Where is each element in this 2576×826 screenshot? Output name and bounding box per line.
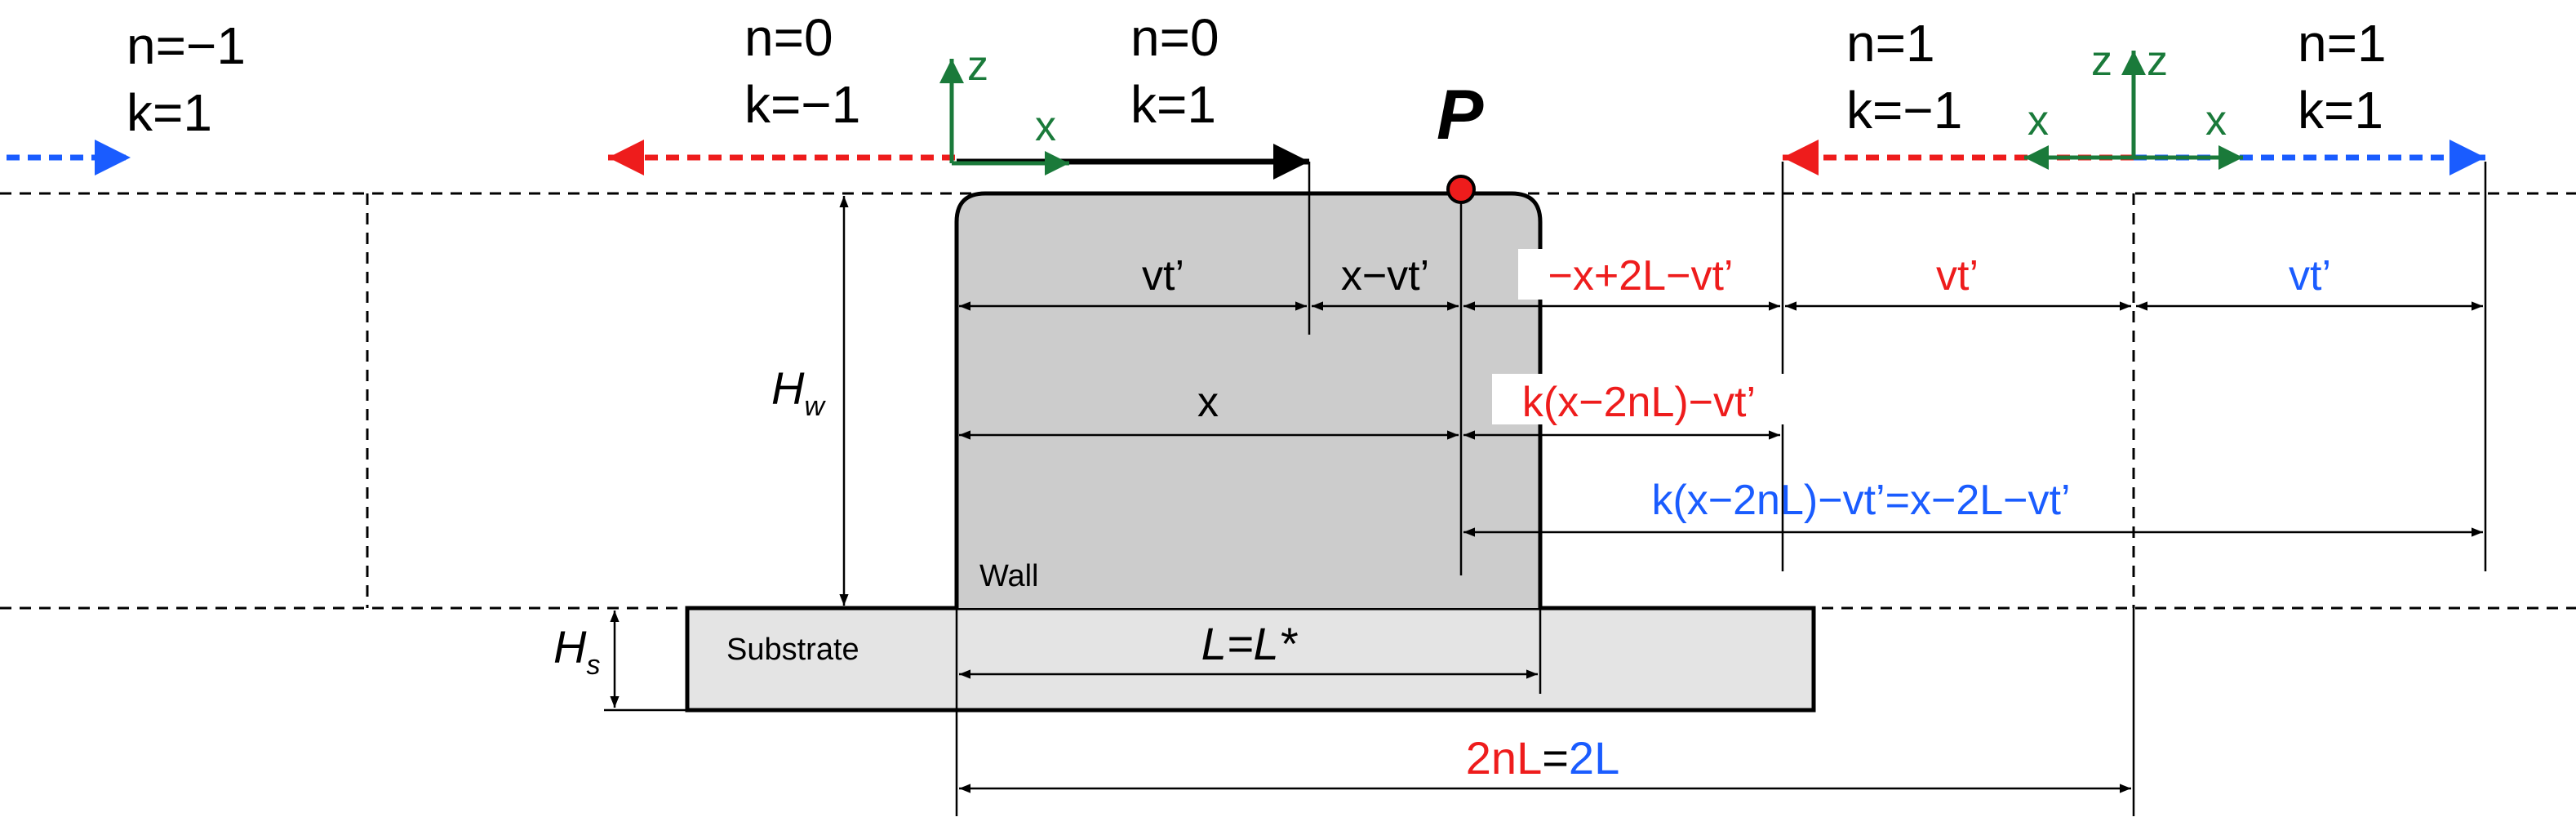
hs-label: Hs — [553, 621, 600, 681]
center-z-axis-label: z — [967, 42, 988, 90]
image-label-n: n=−1 — [127, 16, 246, 75]
hs-label-subscript: s — [586, 650, 600, 681]
image-label-n: n=1 — [2298, 14, 2387, 73]
image-label-n: n=1 — [1846, 14, 1935, 73]
ll-star-label: L=L* — [1201, 618, 1299, 669]
image-label-k: k=1 — [127, 83, 212, 142]
red-vt-label: vt’ — [1936, 252, 1979, 300]
vt-label: vt’ — [1142, 252, 1184, 300]
hw-label: Hw — [771, 362, 826, 422]
image-label-k: k=1 — [1130, 75, 1216, 134]
image-label-k: k=−1 — [744, 75, 860, 134]
right-x-axis-label-right: x — [2205, 97, 2227, 144]
substrate-label: Substrate — [726, 633, 859, 667]
wall-label: Wall — [979, 559, 1038, 593]
hw-label-main: H — [771, 362, 805, 414]
two-nl-red-part: 2nL — [1466, 732, 1542, 784]
point-p-marker — [1446, 175, 1476, 204]
x-label: x — [1197, 379, 1219, 426]
red-minus-x-label: −x+2L−vt’ — [1548, 252, 1734, 300]
wall-block — [954, 191, 1543, 608]
two-nl-label: 2nL=2L — [1466, 732, 1619, 784]
x-minus-vt-label: x−vt’ — [1341, 252, 1429, 300]
substrate-block — [685, 606, 1816, 713]
blue-vt-label: vt’ — [2289, 252, 2331, 300]
hs-label-main: H — [553, 621, 587, 673]
point-p-label: P — [1437, 76, 1484, 154]
center-x-axis-label: x — [1035, 103, 1056, 150]
two-nl-equals: = — [1542, 732, 1569, 784]
image-label-k: k=−1 — [1846, 81, 1962, 140]
image-label-k: k=1 — [2298, 81, 2383, 140]
red-k-label: k(x−2nL)−vt’ — [1522, 379, 1756, 426]
right-z-axis-label-right: z — [2147, 38, 2168, 85]
red-minus-x-label-backing — [1518, 249, 1763, 300]
two-nl-blue-part: 2L — [1569, 732, 1619, 784]
image-label-n: n=0 — [1130, 8, 1219, 67]
red-k-label-backing — [1492, 374, 1786, 424]
hw-label-subscript: w — [804, 391, 826, 422]
right-z-axis-label-left: z — [2091, 38, 2112, 85]
blue-k-equation-label: k(x−2nL)−vt’=x−2L−vt’ — [1651, 477, 2070, 524]
image-label-n: n=0 — [744, 8, 833, 67]
right-x-axis-label-left: x — [2027, 97, 2049, 144]
